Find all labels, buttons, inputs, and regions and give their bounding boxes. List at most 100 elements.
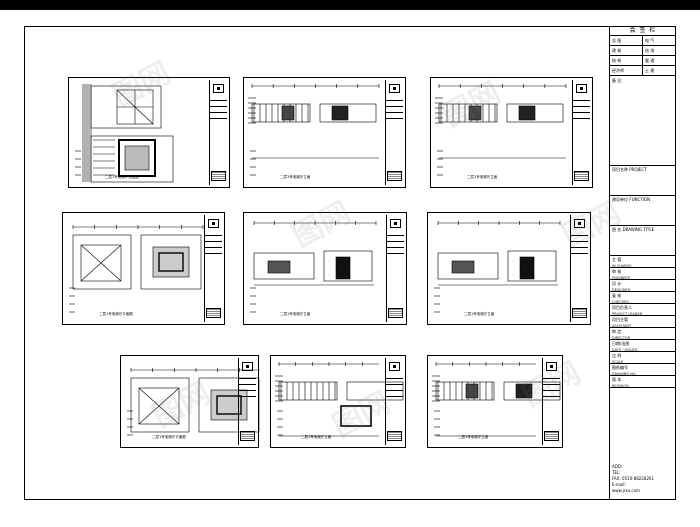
drawing-en: DRAWING TITLE [622,227,655,232]
sheet-title-line [387,235,404,236]
sheet-caption: 二层1号电梯厅平面图 [152,435,186,439]
sheet-caption: 二层1号电梯厅平面图 [99,312,133,316]
sheet-title-line [573,106,590,107]
sheet-title-line [543,396,560,397]
contact-address: ADD: [612,464,623,469]
title-field-label: 图纸编号 [612,365,628,370]
title-field-label: 复 核 [612,293,622,298]
drawing-sheet: 二层1号电梯厅立面 [430,77,593,188]
sheet-title-line [210,112,227,113]
sheet-drawing [434,221,561,313]
sheet-title-block [572,80,590,185]
contact-web: www.jrxx.com [612,488,640,493]
sheet-title-line [205,241,222,242]
top-border-bar [0,0,700,10]
sheet-title-stamp [387,171,402,181]
drawing-sheet: 二层1号电梯厅立面 [243,212,407,325]
title-block: 会 签 栏 总 图 电 气 建 筑 给 排 结 构 暖 通 经济师 土 建 备 … [609,26,676,500]
sheet-title-line [205,253,222,254]
sheet-caption: 二层1号电梯厅立面 [280,175,311,179]
signoff-cell: 经济师 [610,66,643,76]
sheet-title-line [387,241,404,242]
countersign-header: 会 签 栏 [610,26,676,36]
sheet-title-stamp [388,308,403,318]
sheet-title-line [387,253,404,254]
logo-icon [242,362,253,371]
sheet-title-line [386,384,403,385]
sheet-title-line [543,390,560,391]
logo-icon [389,84,400,93]
title-field-label: 项目主管 [612,317,628,322]
signoff-cell: 电 气 [643,36,676,46]
title-field-en: DESIGNED [612,287,631,292]
title-field-en: SCALE [612,359,624,364]
signoff-cell: 结 构 [610,56,643,66]
logo-icon [208,219,219,228]
sheet-title-line [239,396,256,397]
sheet-title-line [573,100,590,101]
logo-icon [213,84,224,93]
sheet-title-stamp [387,431,402,441]
sheet-drawing [69,225,204,313]
title-field-en: ASSISTANT [612,323,632,328]
logo-icon [390,219,401,228]
sheet-title-stamp [574,171,589,181]
project-row: 项目名称 PROJECT [610,166,676,196]
client-en: FUNCTION [629,197,651,202]
title-field-label: 设 计 [612,281,622,286]
drawing-label: 图 名 [612,227,622,232]
client-label: 建设单位 [612,197,628,202]
sheet-title-line [386,100,403,101]
title-field-en: IN CHARGE [612,263,632,268]
drawing-sheet: 二层1号电梯厅立面 [243,77,406,188]
title-field-en: DIRECTOR [612,335,631,340]
sheet-title-line [571,253,588,254]
drawing-sheet: 二层1号电梯厅立面 [270,355,406,448]
sheet-title-line [386,118,403,119]
sheet-title-line [210,100,227,101]
signoff-cell: 土 建 [643,66,676,76]
drawing-title-row: 图 名 DRAWING TITLE [610,226,676,256]
sheet-caption: 二层1号电梯厅立面 [467,175,498,179]
sheet-drawing [250,221,377,313]
sheet-title-line [387,247,404,248]
title-field-label: 版 本 [612,377,622,382]
drawing-sheet: 二层1号电梯厅立面 [427,355,563,448]
sheet-title-line [571,247,588,248]
sheet-drawing [248,84,380,176]
sheet-title-line [543,384,560,385]
logo-icon [546,362,557,371]
title-field-en: DATE / ISSUED [612,347,638,352]
remark-section: 备 注: [610,76,676,166]
sheet-title-line [543,378,560,379]
signoff-grid: 总 图 电 气 建 筑 给 排 结 构 暖 通 经济师 土 建 [610,36,676,76]
title-field-label: 日期/出图 [612,341,630,346]
sheet-title-stamp [211,171,226,181]
sheet-title-block [570,215,588,322]
sheet-title-stamp [240,431,255,441]
sheet-drawing [127,368,260,436]
title-field-label: 项目负责人 [612,305,632,310]
title-field-en: CHECKED [612,299,629,304]
signoff-cell: 暖 通 [643,56,676,66]
remark-label: 备 注: [612,78,623,83]
signoff-cell: 给 排 [643,46,676,56]
contact-email: E-mail: [612,482,626,487]
sheet-title-stamp [572,308,587,318]
sheet-caption: 二层1号电梯厅立面 [280,312,311,316]
title-field-label: 主 管 [612,257,622,262]
title-field-en: REVISION [612,383,629,388]
contact-fax: FAX: 0510-88228261 [612,476,655,481]
sheet-title-line [571,235,588,236]
sheet-title-line [210,106,227,107]
sheet-drawing [75,84,174,183]
sheet-title-line [571,241,588,242]
